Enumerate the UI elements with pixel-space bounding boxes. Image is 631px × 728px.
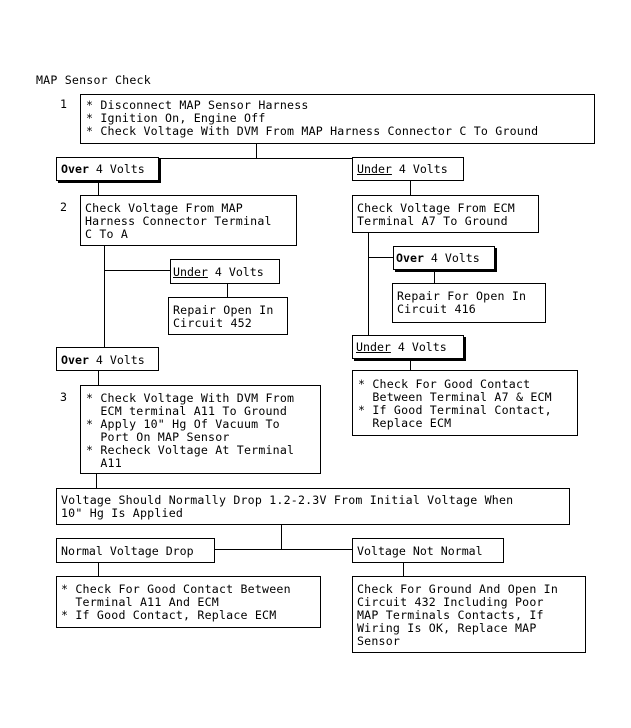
- condition-keyword: Over: [396, 251, 424, 265]
- condition-value: 4 Volts: [423, 251, 480, 265]
- under-4-volts-label: Under 4 Volts: [170, 259, 280, 284]
- box-line: Circuit 432 Including Poor: [357, 595, 544, 609]
- box-line: Replace ECM: [358, 416, 452, 430]
- box-line: Check For Ground And Open In: [357, 582, 559, 596]
- condition-keyword: Under: [357, 162, 392, 176]
- box-line: Wiring Is OK, Replace MAP: [357, 621, 537, 635]
- connector: [98, 368, 99, 385]
- box-line: Circuit 416: [397, 302, 476, 316]
- connector: [98, 562, 99, 576]
- connector: [410, 180, 411, 197]
- disconnect-harness-box: * Disconnect MAP Sensor Harness * Igniti…: [80, 94, 595, 144]
- box-line: * Disconnect MAP Sensor Harness: [86, 98, 309, 112]
- condition-value: 4 Volts: [207, 265, 264, 279]
- condition-value: 4 Volts: [390, 340, 447, 354]
- box-line: C To A: [85, 227, 129, 241]
- condition-value: 4 Volts: [88, 162, 145, 176]
- over-4-volts-label: Over 4 Volts: [56, 347, 159, 371]
- check-voltage-a11-box: * Check Voltage With DVM From ECM termin…: [80, 385, 321, 474]
- connector: [434, 269, 435, 283]
- condition-value: 4 Volts: [391, 162, 448, 176]
- box-line: * Check For Good Contact Between: [61, 582, 291, 596]
- connector: [368, 232, 369, 335]
- repair-circuit-452-box: Repair Open In Circuit 452: [168, 297, 288, 335]
- box-line: ECM terminal A11 To Ground: [86, 404, 288, 418]
- connector: [256, 144, 257, 158]
- connector: [227, 283, 228, 297]
- normal-voltage-drop-label: Normal Voltage Drop: [56, 538, 215, 563]
- condition-value: 4 Volts: [88, 353, 145, 367]
- check-contact-a11-box: * Check For Good Contact Between Termina…: [56, 576, 321, 628]
- connector: [214, 549, 353, 550]
- step-number: 1: [60, 97, 68, 111]
- condition-keyword: Under: [356, 340, 391, 354]
- condition-text: Normal Voltage Drop: [61, 544, 194, 558]
- connector: [98, 180, 99, 195]
- box-line: Harness Connector Terminal: [85, 214, 272, 228]
- box-line: Check Voltage From MAP: [85, 201, 243, 215]
- box-line: * If Good Contact, Replace ECM: [61, 608, 277, 622]
- connector: [281, 524, 282, 549]
- condition-keyword: Over: [61, 162, 89, 176]
- box-line: Voltage Should Normally Drop 1.2-2.3V Fr…: [61, 493, 514, 507]
- check-map-harness-box: Check Voltage From MAP Harness Connector…: [80, 195, 297, 246]
- step-number: 2: [60, 200, 68, 214]
- check-ecm-a7-box: Check Voltage From ECM Terminal A7 To Gr…: [352, 195, 539, 233]
- connector: [403, 562, 404, 576]
- box-line: MAP Terminals Contacts, If: [357, 608, 544, 622]
- box-line: A11: [86, 456, 122, 470]
- box-line: Terminal A11 And ECM: [61, 595, 219, 609]
- box-line: * Recheck Voltage At Terminal: [86, 443, 295, 457]
- box-line: Sensor: [357, 634, 401, 648]
- condition-keyword: Over: [61, 353, 89, 367]
- under-4-volts-label: Under 4 Volts: [352, 335, 464, 359]
- diagram-title: MAP Sensor Check: [36, 73, 151, 87]
- check-circuit-432-box: Check For Ground And Open In Circuit 432…: [352, 576, 586, 653]
- box-line: Terminal A7 To Ground: [357, 214, 508, 228]
- connector: [96, 474, 97, 488]
- connector: [368, 257, 393, 258]
- condition-keyword: Under: [173, 265, 208, 279]
- box-line: Repair Open In: [173, 303, 274, 317]
- over-4-volts-label: Over 4 Volts: [56, 157, 159, 181]
- voltage-not-normal-label: Voltage Not Normal: [352, 538, 504, 563]
- box-line: Port On MAP Sensor: [86, 430, 230, 444]
- connector: [104, 270, 170, 271]
- box-line: * Check Voltage With DVM From: [86, 391, 295, 405]
- box-line: * Ignition On, Engine Off: [86, 111, 266, 125]
- box-line: Check Voltage From ECM: [357, 201, 515, 215]
- box-line: * If Good Terminal Contact,: [358, 403, 552, 417]
- over-4-volts-label: Over 4 Volts: [393, 246, 495, 270]
- box-line: * Check For Good Contact: [358, 377, 531, 391]
- connector: [104, 245, 105, 348]
- box-line: Circuit 452: [173, 316, 252, 330]
- voltage-drop-box: Voltage Should Normally Drop 1.2-2.3V Fr…: [56, 488, 570, 525]
- connector: [410, 358, 411, 370]
- box-line: * Check Voltage With DVM From MAP Harnes…: [86, 124, 539, 138]
- box-line: Repair For Open In: [397, 289, 527, 303]
- connector: [158, 158, 410, 159]
- under-4-volts-label: Under 4 Volts: [352, 157, 464, 181]
- box-line: Between Terminal A7 & ECM: [358, 390, 552, 404]
- box-line: * Apply 10" Hg Of Vacuum To: [86, 417, 280, 431]
- check-contact-a7-box: * Check For Good Contact Between Termina…: [352, 370, 578, 436]
- repair-circuit-416-box: Repair For Open In Circuit 416: [392, 283, 546, 323]
- step-number: 3: [60, 390, 68, 404]
- condition-text: Voltage Not Normal: [357, 544, 483, 558]
- box-line: 10" Hg Is Applied: [61, 506, 184, 520]
